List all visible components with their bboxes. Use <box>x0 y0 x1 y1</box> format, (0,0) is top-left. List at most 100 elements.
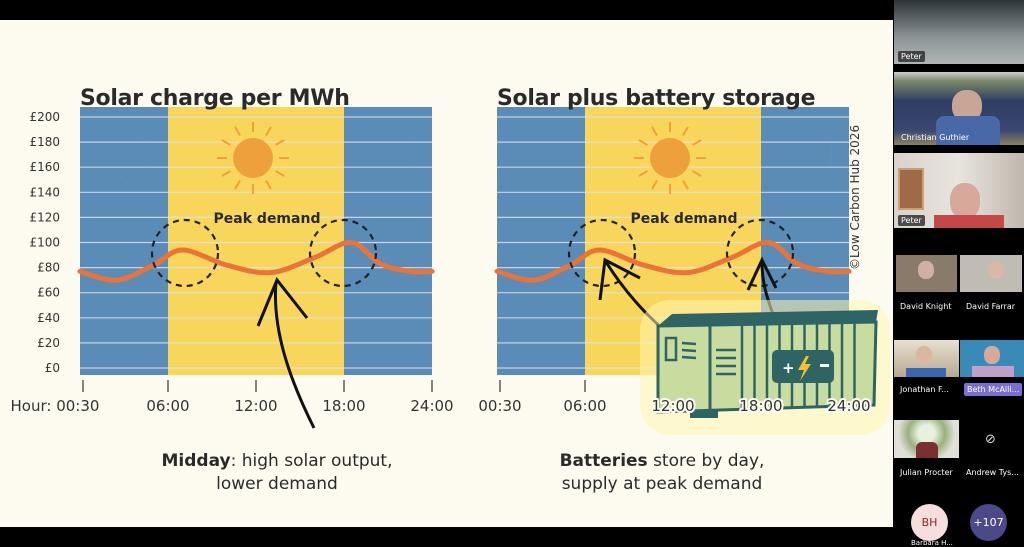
arrowhead-icon <box>746 256 778 291</box>
y-tick-label: £60 <box>37 286 60 300</box>
participant-body <box>972 366 1014 377</box>
chart-title-left: Solar charge per MWh <box>80 86 350 111</box>
arrowhead-icon <box>598 257 641 301</box>
peak-demand-label: Peak demand <box>214 211 321 227</box>
battery-door <box>664 336 678 362</box>
y-tick-label: £160 <box>29 160 60 174</box>
participant-name: Peter <box>898 215 925 226</box>
caption-text: : high solar output, <box>230 451 393 471</box>
sun-ray <box>638 170 648 177</box>
caption-text: store by day, <box>647 451 765 471</box>
arrowhead-icon <box>256 277 309 327</box>
x-tick-label: Hour: 00:30 <box>11 397 100 415</box>
battery-vent <box>681 341 697 346</box>
y-tick-label: £40 <box>37 311 60 325</box>
y-tick-label: £20 <box>37 336 60 350</box>
participant-face <box>918 261 934 279</box>
sun-icon <box>650 138 690 178</box>
participant-name-highlighted: Beth McAlli... <box>964 383 1023 396</box>
participant-name: David Knight <box>900 302 952 311</box>
camera-off-icon: ⊘ <box>985 432 996 447</box>
wall-picture <box>898 168 924 210</box>
slide-graphics: £0£20£40£60£80£100£120£140£160£180£200Pe… <box>9 107 890 435</box>
sun-ray <box>221 170 231 177</box>
x-tick-label: 06:00 <box>563 397 606 415</box>
sun-ray <box>692 139 702 146</box>
x-tick-label: 18:00 <box>322 397 365 415</box>
participant-tile[interactable] <box>960 340 1024 377</box>
sun-icon <box>233 138 273 178</box>
avatar[interactable]: BH <box>911 504 948 541</box>
caption-right: Batteries store by day, supply at peak de… <box>512 450 812 496</box>
series-line-price <box>77 239 435 283</box>
participant-name: Christian Guthier <box>901 133 970 142</box>
participant-tile[interactable] <box>894 340 959 377</box>
arrow-icon <box>273 281 316 429</box>
sun-ray <box>234 180 241 190</box>
sun-ray <box>221 139 231 146</box>
x-tick-label: 18:00 <box>739 397 782 415</box>
battery-foot <box>690 410 718 418</box>
battery-vent <box>681 355 697 360</box>
participant-tile[interactable] <box>894 420 959 458</box>
minus-icon <box>820 364 829 367</box>
participant-body <box>934 215 1004 228</box>
y-tick-label: £180 <box>29 135 60 149</box>
sun-ray <box>275 139 285 146</box>
participant-tile[interactable]: Peter <box>894 153 1024 228</box>
participant-name: Peter <box>898 51 925 62</box>
sun-ray <box>275 170 285 177</box>
more-participants-button[interactable]: +107 <box>970 504 1007 541</box>
chart-title-right: Solar plus battery storage <box>497 86 816 111</box>
caption-bold: Midday <box>161 451 231 471</box>
x-tick-label: 24:00 <box>827 397 870 415</box>
x-tick-label: 00:30 <box>478 397 521 415</box>
participant-name: Barbara H... <box>911 539 953 547</box>
participant-tile[interactable]: Christian Guthier <box>894 72 1024 145</box>
x-tick-label: 06:00 <box>146 397 189 415</box>
participant-tile[interactable]: Peter <box>894 0 1024 64</box>
participant-name: Jonathan F... <box>900 385 949 394</box>
sun-ray <box>265 180 272 190</box>
peak-highlight-circle <box>150 218 220 288</box>
band-night <box>344 107 432 375</box>
sun-ray <box>651 126 658 136</box>
caption-text-line2: supply at peak demand <box>561 474 763 494</box>
chart-left: £0£20£40£60£80£100£120£140£160£180£200Pe… <box>9 107 456 417</box>
caption-bold: Batteries <box>559 451 648 471</box>
sun-ray <box>682 126 689 136</box>
sun-ray <box>682 180 689 190</box>
battery-container-icon: + <box>640 300 890 435</box>
participant-body <box>906 368 946 377</box>
battery-foot <box>840 404 866 411</box>
sun-ray <box>692 170 702 177</box>
series-line-price <box>494 239 852 283</box>
x-tick-label: 12:00 <box>234 397 277 415</box>
x-tick-label: 24:00 <box>410 397 453 415</box>
participant-tile[interactable] <box>896 255 957 292</box>
participant-face <box>950 183 980 219</box>
peak-highlight-circle <box>308 218 378 288</box>
y-tick-label: £0 <box>45 361 60 375</box>
participant-face <box>988 261 1004 279</box>
participant-body <box>916 442 938 458</box>
y-tick-label: £200 <box>29 110 60 124</box>
peak-highlight-circle <box>725 218 795 288</box>
participants-panel: Peter Christian Guthier Peter David Knig… <box>894 0 1024 547</box>
participant-face <box>984 346 1000 364</box>
y-tick-label: £120 <box>29 210 60 224</box>
sun-ray <box>234 126 241 136</box>
participant-face <box>916 346 932 364</box>
participant-body <box>936 116 1000 145</box>
participant-name: Julian Procter <box>900 468 953 477</box>
peak-demand-label: Peak demand <box>631 211 738 227</box>
sun-ray <box>265 126 272 136</box>
participant-name: David Farrar <box>966 302 1016 311</box>
sun-ray <box>638 139 648 146</box>
participant-tile[interactable] <box>960 255 1022 292</box>
battery-vent <box>681 348 697 353</box>
lightning-icon <box>798 356 811 381</box>
sun-ray <box>651 180 658 190</box>
